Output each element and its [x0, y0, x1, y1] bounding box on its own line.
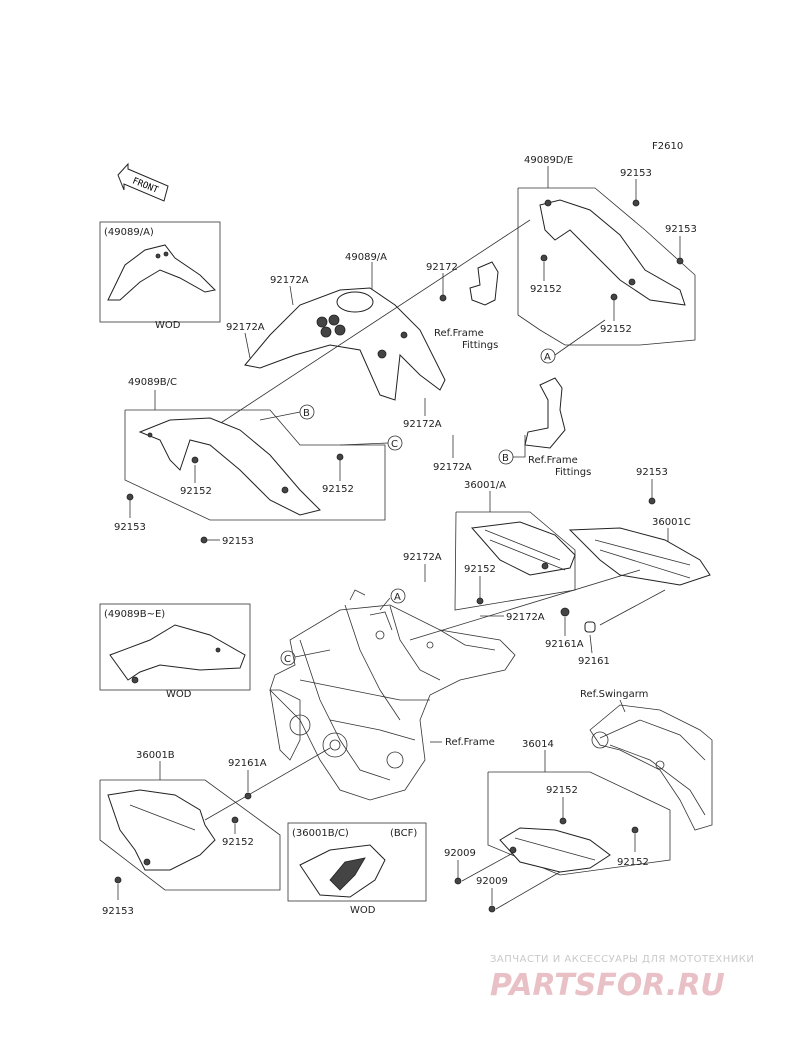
- label-92152-h: 92152: [617, 857, 649, 868]
- label-36001a: 36001/A: [464, 480, 506, 491]
- circle-c-2: C: [284, 654, 291, 665]
- label-92153-e: 92153: [636, 467, 668, 478]
- label-92152-f: 92152: [222, 837, 254, 848]
- label-92172a-b: 92172A: [226, 322, 265, 333]
- inset-49089a-title: (49089/A): [104, 227, 154, 238]
- label-92152-b: 92152: [600, 324, 632, 335]
- label-92153-f: 92153: [102, 906, 134, 917]
- chain-cover-36014: [499, 827, 611, 873]
- label-92172a-e: 92172A: [403, 552, 442, 563]
- ref-frame-fittings-2b: Fittings: [555, 467, 591, 478]
- inset-49089a: (49089/A) WOD: [99, 221, 221, 331]
- circle-c-1: C: [391, 439, 398, 450]
- circle-b-1: B: [303, 408, 310, 419]
- label-92161a-b: 92161A: [228, 758, 267, 769]
- inset-49089a-wod: WOD: [155, 320, 181, 331]
- label-92152-g: 92152: [546, 785, 578, 796]
- inset-49089be-title: (49089B~E): [104, 609, 165, 620]
- side-cover-36001b: [107, 789, 216, 871]
- label-49089a: 49089/A: [345, 252, 387, 263]
- label-92153-c: 92153: [114, 522, 146, 533]
- label-49089de: 49089D/E: [524, 155, 573, 166]
- label-49089bc: 49089B/C: [128, 377, 177, 388]
- ref-frame-fittings-1b: Fittings: [462, 340, 498, 351]
- label-36014: 36014: [522, 739, 554, 750]
- side-cover-36001a: [471, 521, 576, 576]
- inset-49089be: (49089B~E) WOD: [99, 603, 251, 700]
- label-92009-b: 92009: [476, 876, 508, 887]
- frame: [269, 589, 516, 801]
- label-92009-a: 92009: [444, 848, 476, 859]
- ref-swingarm-label: Ref.Swingarm: [580, 689, 648, 700]
- inset-36001bc-title: (36001B/C): [292, 828, 349, 839]
- inset-36001bc-wod: WOD: [350, 905, 376, 916]
- circle-a-2: A: [394, 592, 401, 603]
- inset-bcf-title: (BCF): [390, 828, 417, 839]
- label-92152-e: 92152: [464, 564, 496, 575]
- label-92161: 92161: [578, 656, 610, 667]
- frame-fitting-1: [469, 261, 499, 306]
- figure-code: F2610: [652, 141, 683, 152]
- inset-49089be-wod: WOD: [166, 689, 192, 700]
- cowl-49089bc: [138, 417, 321, 516]
- label-92161a-a: 92161A: [545, 639, 584, 650]
- label-92153-b: 92153: [665, 224, 697, 235]
- label-92172a-a: 92172A: [270, 275, 309, 286]
- label-36001c: 36001C: [652, 517, 691, 528]
- label-92172a-f: 92172A: [506, 612, 545, 623]
- frame-fitting-2: [524, 377, 566, 449]
- ref-frame-fittings-1a: Ref.Frame: [434, 328, 484, 339]
- watermark-logo: ЗАПЧАСТИ И АКСЕССУАРЫ ДЛЯ МОТОТЕХНИКИ PA…: [490, 954, 754, 1003]
- label-92172a-c: 92172A: [403, 419, 442, 430]
- label-36001b: 36001B: [136, 750, 175, 761]
- front-arrow-icon: FRONT: [117, 162, 169, 202]
- side-cover-36001c: [568, 527, 711, 586]
- inset-36001bc: (36001B/C) (BCF) WOD: [287, 822, 427, 916]
- circle-b-2: B: [502, 453, 509, 464]
- label-92152-d: 92152: [322, 484, 354, 495]
- watermark-logo-text: PARTSFOR.RU: [490, 968, 725, 1003]
- label-92172a-d: 92172A: [433, 462, 472, 473]
- label-92153-d: 92153: [222, 536, 254, 547]
- label-92172: 92172: [426, 262, 458, 273]
- label-92153-a: 92153: [620, 168, 652, 179]
- swingarm: [589, 704, 713, 831]
- label-92152-a: 92152: [530, 284, 562, 295]
- ref-frame-label: Ref.Frame: [445, 737, 495, 748]
- cowl-49089a: [244, 287, 446, 401]
- ref-frame-fittings-2a: Ref.Frame: [528, 455, 578, 466]
- watermark-subtitle: ЗАПЧАСТИ И АКСЕССУАРЫ ДЛЯ МОТОТЕХНИКИ: [490, 954, 754, 965]
- cowl-49089de: [539, 199, 686, 306]
- label-92152-c: 92152: [180, 486, 212, 497]
- circle-a-1: A: [544, 352, 551, 363]
